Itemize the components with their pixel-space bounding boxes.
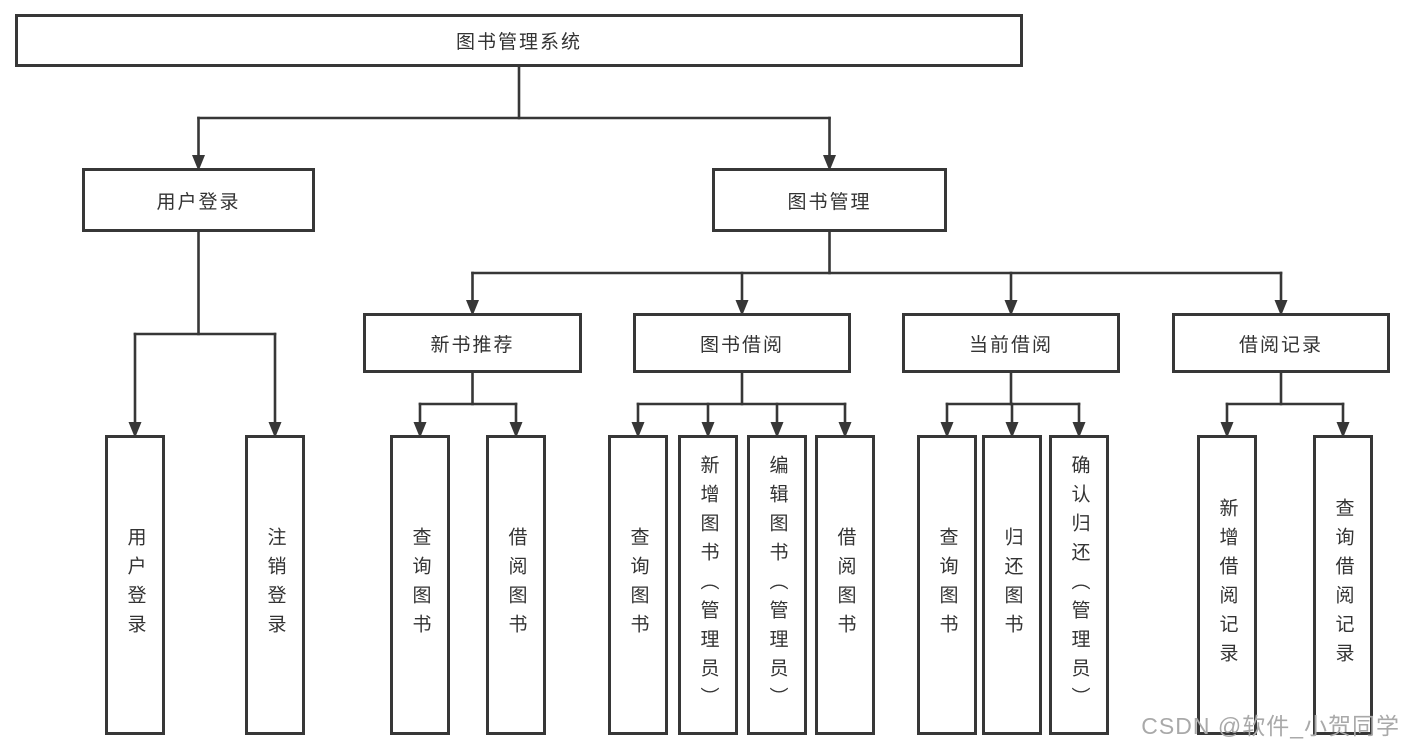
node-label: 查询借阅记录 xyxy=(1332,498,1354,672)
node-logout: 注销登录 xyxy=(245,435,305,735)
node-book-borrowing: 图书借阅 xyxy=(633,313,851,373)
node-label: 当前借阅 xyxy=(968,334,1053,356)
node-edit-books-admin: 编辑图书（管理员） xyxy=(747,435,807,735)
node-label: 图书借阅 xyxy=(699,334,784,356)
node-query-books: 查询图书 xyxy=(390,435,450,735)
node-borrow-books: 借阅图书 xyxy=(815,435,875,735)
node-label: 图书管理系统 xyxy=(455,32,582,53)
node-borrowing-records: 借阅记录 xyxy=(1172,313,1390,373)
node-label: 新增图书（管理员） xyxy=(697,454,719,716)
node-label: 借阅图书 xyxy=(505,527,527,643)
node-label: 借阅记录 xyxy=(1238,334,1323,356)
node-label: 新增借阅记录 xyxy=(1216,498,1238,672)
node-label: 确认归还（管理员） xyxy=(1068,454,1090,716)
node-label: 用户登录 xyxy=(124,527,146,643)
node-label: 查询图书 xyxy=(936,527,958,643)
node-current-borrowing: 当前借阅 xyxy=(902,313,1120,373)
node-label: 借阅图书 xyxy=(834,527,856,643)
node-label: 查询图书 xyxy=(409,527,431,643)
watermark-text: CSDN @软件_小贺同学 xyxy=(1141,713,1400,739)
node-label: 用户登录 xyxy=(156,191,241,213)
node-return-books: 归还图书 xyxy=(982,435,1042,735)
node-add-borrow-record: 新增借阅记录 xyxy=(1197,435,1257,735)
node-new-book-recommendation: 新书推荐 xyxy=(363,313,582,373)
node-book-management: 图书管理 xyxy=(712,168,947,232)
node-label: 编辑图书（管理员） xyxy=(766,454,788,716)
node-add-books-admin: 新增图书（管理员） xyxy=(678,435,738,735)
node-confirm-return-admin: 确认归还（管理员） xyxy=(1049,435,1109,735)
node-label: 新书推荐 xyxy=(430,334,515,356)
node-library-management-system: 图书管理系统 xyxy=(15,14,1023,67)
node-label: 图书管理 xyxy=(787,191,872,213)
node-label: 注销登录 xyxy=(264,527,286,643)
node-query-borrow-record: 查询借阅记录 xyxy=(1313,435,1373,735)
node-label: 查询图书 xyxy=(627,527,649,643)
node-user-login-leaf: 用户登录 xyxy=(105,435,165,735)
node-query-books: 查询图书 xyxy=(917,435,977,735)
node-label: 归还图书 xyxy=(1001,527,1023,643)
node-user-login: 用户登录 xyxy=(82,168,315,232)
node-query-books: 查询图书 xyxy=(608,435,668,735)
node-borrow-books: 借阅图书 xyxy=(486,435,546,735)
